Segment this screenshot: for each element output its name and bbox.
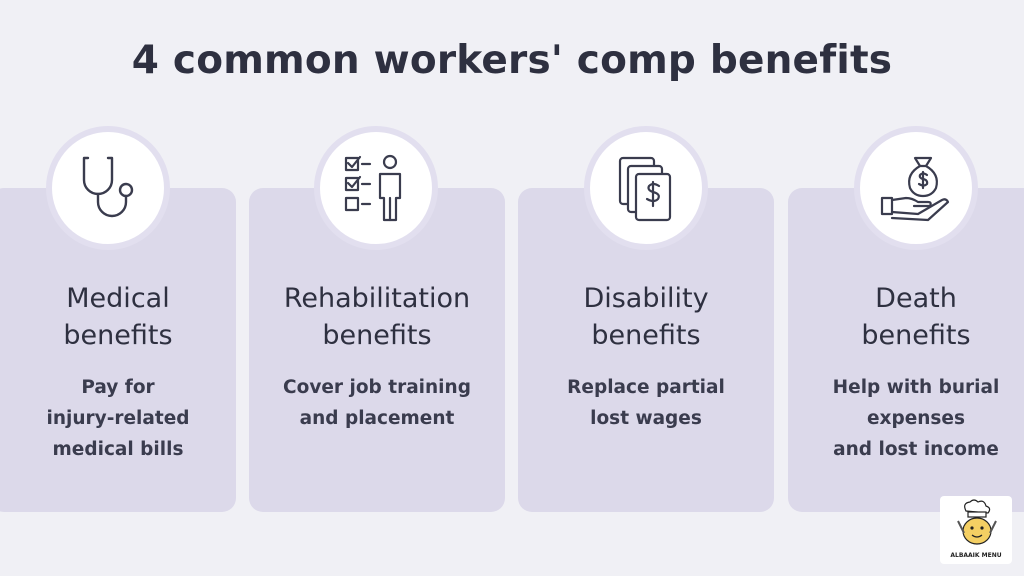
card-desc-line: and lost income (833, 439, 999, 460)
card-desc-line: expenses (866, 408, 965, 429)
money-bills-icon (618, 156, 672, 222)
card-title-line: benefits (861, 320, 971, 351)
card-title-line: benefits (322, 320, 432, 351)
card-desc-line: injury-related (46, 408, 190, 429)
card-description: Replace partial lost wages (518, 372, 774, 434)
card-description: Pay for injury-related medical bills (0, 372, 236, 465)
card-desc-line: Help with burial (832, 377, 1000, 398)
card-description: Cover job training and placement (249, 372, 505, 434)
card-title-line: Medical (66, 283, 170, 314)
card-title-line: Disability (583, 283, 709, 314)
icon-circle (46, 126, 170, 250)
card-desc-line: lost wages (590, 408, 702, 429)
card-title: Death benefits (788, 280, 1024, 354)
card-title-line: Death (875, 283, 957, 314)
card-desc-line: and placement (299, 408, 455, 429)
stethoscope-icon (82, 156, 134, 218)
watermark-text: ALBAAIK MENU (950, 552, 1001, 559)
card-description: Help with burial expenses and lost incom… (788, 372, 1024, 465)
page-title: 4 common workers' comp benefits (131, 38, 893, 83)
card-desc-line: Cover job training (283, 377, 471, 398)
card-title: Medical benefits (0, 280, 236, 354)
icon-circle (854, 126, 978, 250)
watermark-logo: ALBAAIK MENU (940, 496, 1012, 564)
card-desc-line: Pay for (81, 377, 155, 398)
card-title-line: benefits (591, 320, 701, 351)
card-title: Rehabilitation benefits (249, 280, 505, 354)
card-desc-line: Replace partial (567, 377, 725, 398)
card-rehabilitation-benefits: Rehabilitation benefits Cover job traini… (249, 188, 505, 512)
card-title: Disability benefits (518, 280, 774, 354)
hand-money-bag-icon (880, 156, 950, 222)
checklist-person-icon (344, 154, 402, 222)
card-desc-line: medical bills (52, 439, 184, 460)
icon-circle (584, 126, 708, 250)
card-title-line: Rehabilitation (283, 283, 471, 314)
icon-circle (314, 126, 438, 250)
chef-mascot-logo-icon: ALBAAIK MENU (950, 499, 1002, 559)
card-title-line: benefits (63, 320, 173, 351)
